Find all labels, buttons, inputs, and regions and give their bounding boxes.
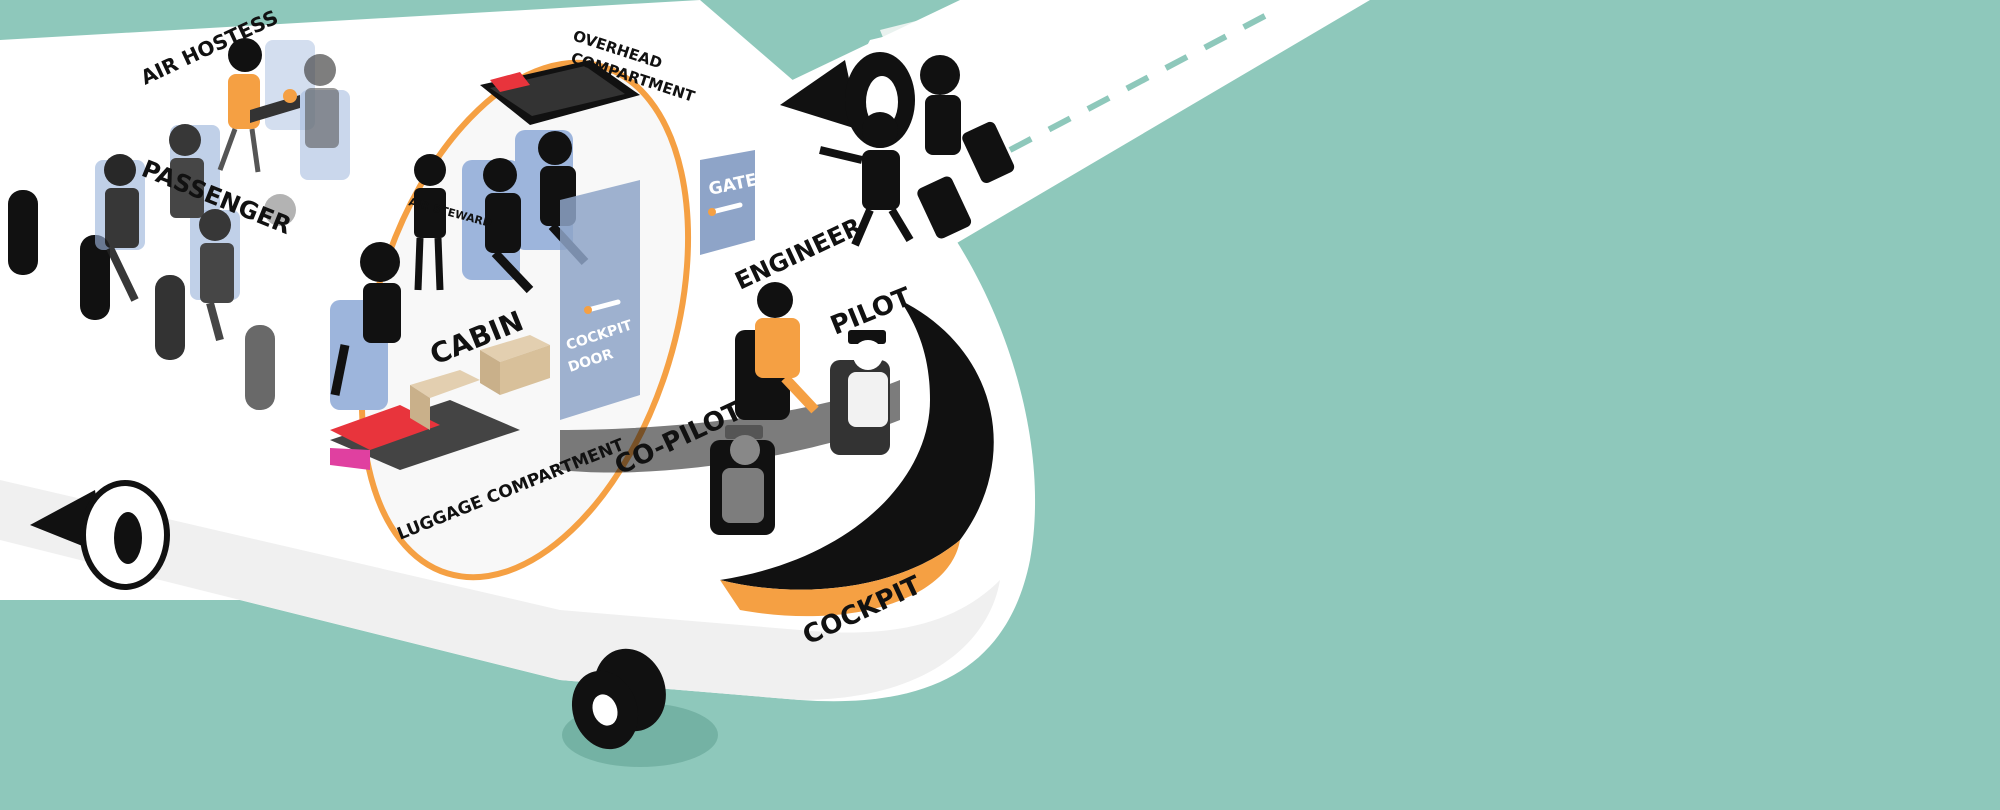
air-steward-figure [414,154,446,291]
nose-wheel [562,648,718,767]
engineer-seat-figure [735,282,819,420]
engine-upper [780,52,915,148]
luggage-compartment [330,335,550,470]
pilot-figure [830,330,890,455]
overhead-compartment [480,60,640,125]
windows [8,190,275,410]
air-hostess-figure [217,38,300,173]
engine-lower [30,480,170,590]
gate-sign [700,150,755,255]
cockpit-door [560,180,640,420]
engineer-figure [819,55,1015,247]
co-pilot-figure [710,425,775,535]
